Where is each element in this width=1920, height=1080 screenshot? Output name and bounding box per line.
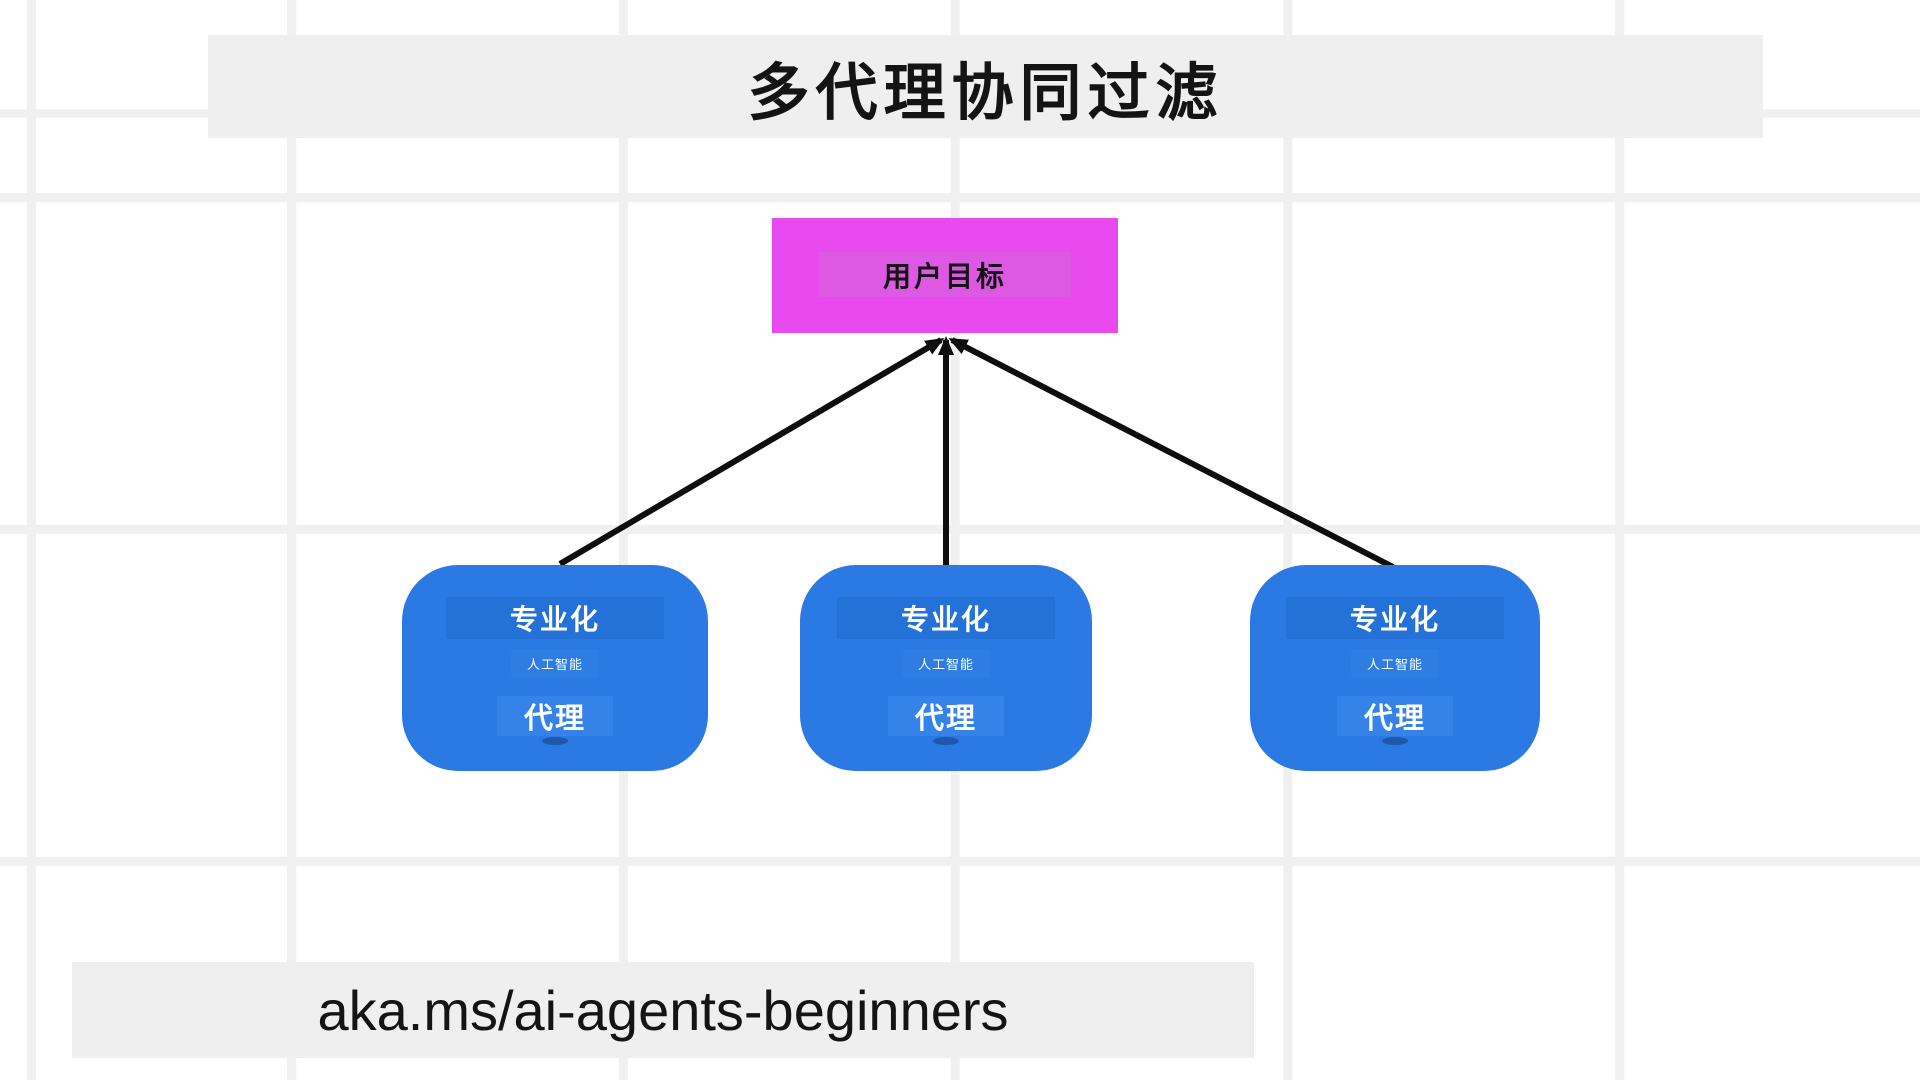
agent-1-specialization-band: 专业化 (446, 597, 664, 639)
goal-label: 用户目标 (882, 260, 1007, 292)
agent-3-role-label: 代理 (1363, 703, 1426, 735)
text-remnant (1382, 737, 1408, 745)
goal-node: 用户目标 (772, 218, 1118, 333)
agent-2-role-label: 代理 (914, 703, 977, 735)
title-banner: 多代理协同过滤 (208, 35, 1763, 138)
footer-banner: aka.ms/ai-agents-beginners (72, 962, 1254, 1058)
agent-3-specialization-label: 专业化 (1349, 604, 1440, 635)
arrow-left-agent-to-goal (558, 337, 945, 567)
agent-1-role-label: 代理 (523, 703, 586, 735)
agent-2-specialization-band: 专业化 (837, 597, 1055, 639)
agent-1-subtitle-band: 人工智能 (511, 649, 599, 677)
agent-node-1: 专业化 人工智能 代理 (402, 565, 708, 771)
goal-label-band: 用户目标 (819, 252, 1071, 297)
agent-2-subtitle-label: 人工智能 (917, 656, 974, 672)
agent-node-2: 专业化 人工智能 代理 (800, 565, 1092, 771)
agent-node-3: 专业化 人工智能 代理 (1250, 565, 1540, 771)
diagram-title: 多代理协同过滤 (747, 58, 1224, 128)
text-remnant (933, 737, 959, 745)
agent-3-subtitle-band: 人工智能 (1351, 649, 1439, 677)
text-remnant (542, 737, 568, 745)
agent-1-role-band: 代理 (497, 696, 613, 736)
agent-2-specialization-label: 专业化 (900, 604, 991, 635)
agent-2-subtitle-band: 人工智能 (902, 649, 990, 677)
agent-2-role-band: 代理 (888, 696, 1004, 736)
agent-3-subtitle-label: 人工智能 (1366, 656, 1423, 672)
agent-1-specialization-label: 专业化 (509, 604, 600, 635)
agent-3-specialization-band: 专业化 (1286, 597, 1504, 639)
arrow-right-agent-to-goal (948, 337, 1395, 570)
footer-link-text: aka.ms/ai-agents-beginners (317, 978, 1009, 1042)
agent-3-role-band: 代理 (1337, 696, 1453, 736)
agent-1-subtitle-label: 人工智能 (526, 656, 583, 672)
